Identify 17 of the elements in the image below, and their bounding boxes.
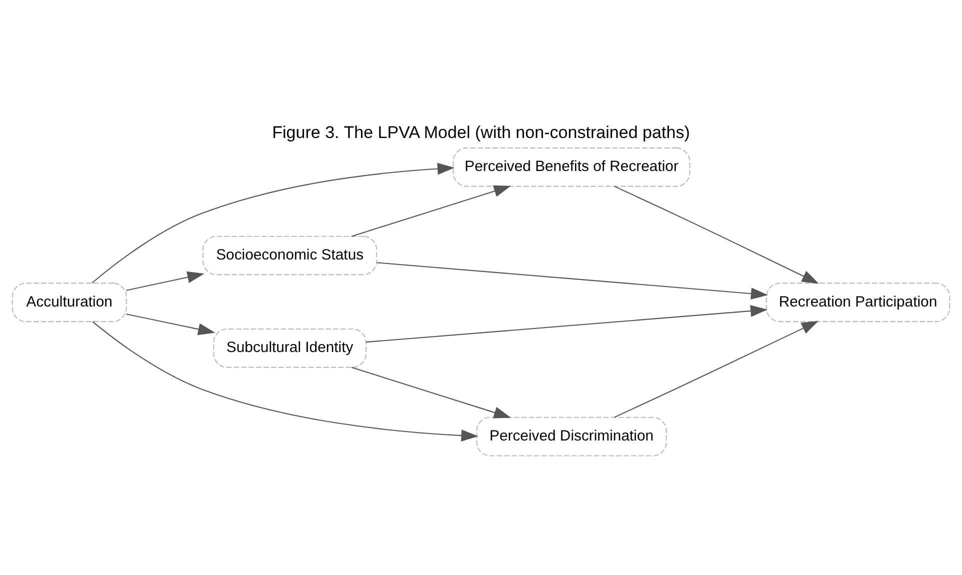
node-box: Subcultural Identity [213, 328, 367, 368]
node-box: Socioeconomic Status [202, 235, 378, 275]
arrow [366, 304, 768, 342]
node-box: Perceived Benefits of Recreatior [452, 146, 690, 186]
arrow [92, 320, 478, 441]
arrow [92, 162, 455, 283]
diagram-title: Figure 3. The LPVA Model (with non-constrained paths) [272, 122, 690, 142]
arrow [614, 185, 819, 284]
arrow [126, 270, 204, 290]
node-box: Perceived Discrimination [476, 416, 667, 456]
node-box: Recreation Participation [766, 282, 950, 322]
arrow [614, 320, 819, 418]
arrow [351, 184, 511, 236]
node-box: Acculturation [12, 282, 127, 322]
arrow [351, 366, 511, 418]
arrow [376, 262, 768, 300]
arrow [126, 313, 216, 335]
